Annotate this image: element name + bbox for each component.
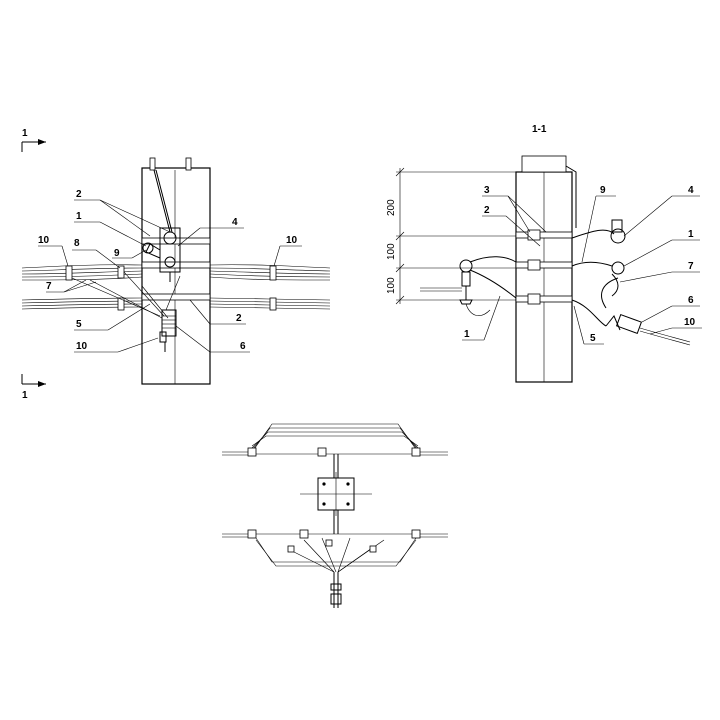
callout-10-bottom: 10: [76, 341, 88, 352]
callout-2-upper: 2: [76, 189, 82, 200]
callout-9: 9: [114, 248, 120, 259]
callout-9-section: 9: [600, 185, 606, 196]
plan-lower-span: [222, 510, 448, 608]
section-marker-bottom-label: 1: [22, 390, 28, 401]
section-view: 1-1 200 100 100: [386, 124, 702, 383]
callout-1-left: 1: [464, 329, 470, 340]
pole: [141, 167, 211, 385]
anchor-clamp-upper: [142, 227, 181, 282]
section-left-hardware: [420, 256, 517, 316]
callout-10-left: 10: [38, 235, 50, 246]
dimension-100-lower: 100: [386, 277, 397, 294]
callout-4: 4: [232, 217, 238, 228]
front-view-callouts: 2 1 4 8 9 10 10: [38, 189, 302, 353]
callout-2-lower: 2: [236, 313, 242, 324]
callout-5-section: 5: [590, 333, 596, 344]
dimension-lines: 200 100 100: [386, 167, 516, 305]
lower-band: [141, 293, 211, 301]
plan-center-plate: [300, 472, 372, 516]
callout-1: 1: [76, 211, 82, 222]
callout-7: 7: [46, 281, 52, 292]
section-marker-top: 1: [21, 128, 46, 152]
section-marker-bottom: 1: [21, 374, 46, 401]
callout-2-section: 2: [484, 205, 490, 216]
section-title: 1-1: [532, 124, 547, 135]
dimension-200: 200: [386, 199, 397, 216]
upper-cable-bundle: [21, 264, 331, 281]
callout-10-right: 10: [286, 235, 298, 246]
dimension-100-upper: 100: [386, 243, 397, 260]
callout-4-section: 4: [688, 185, 694, 196]
section-view-callouts: 3 9 4 2 1 7 6: [462, 185, 702, 345]
plan-view: [222, 423, 448, 608]
callout-1-right: 1: [688, 229, 694, 240]
front-view: 1 1: [21, 128, 331, 401]
callout-7-section: 7: [688, 261, 694, 272]
section-marker-top-label: 1: [22, 128, 28, 139]
callout-6: 6: [240, 341, 246, 352]
section-right-hardware: [571, 219, 691, 346]
callout-3: 3: [484, 185, 490, 196]
lower-cable-bundle: [21, 297, 331, 311]
callout-6-section: 6: [688, 295, 694, 306]
plan-upper-span: [222, 423, 448, 478]
callout-8: 8: [74, 238, 80, 249]
middle-band: [141, 261, 211, 269]
callout-10-section: 10: [684, 317, 696, 328]
callout-5: 5: [76, 319, 82, 330]
lower-tensioner: [159, 309, 177, 352]
